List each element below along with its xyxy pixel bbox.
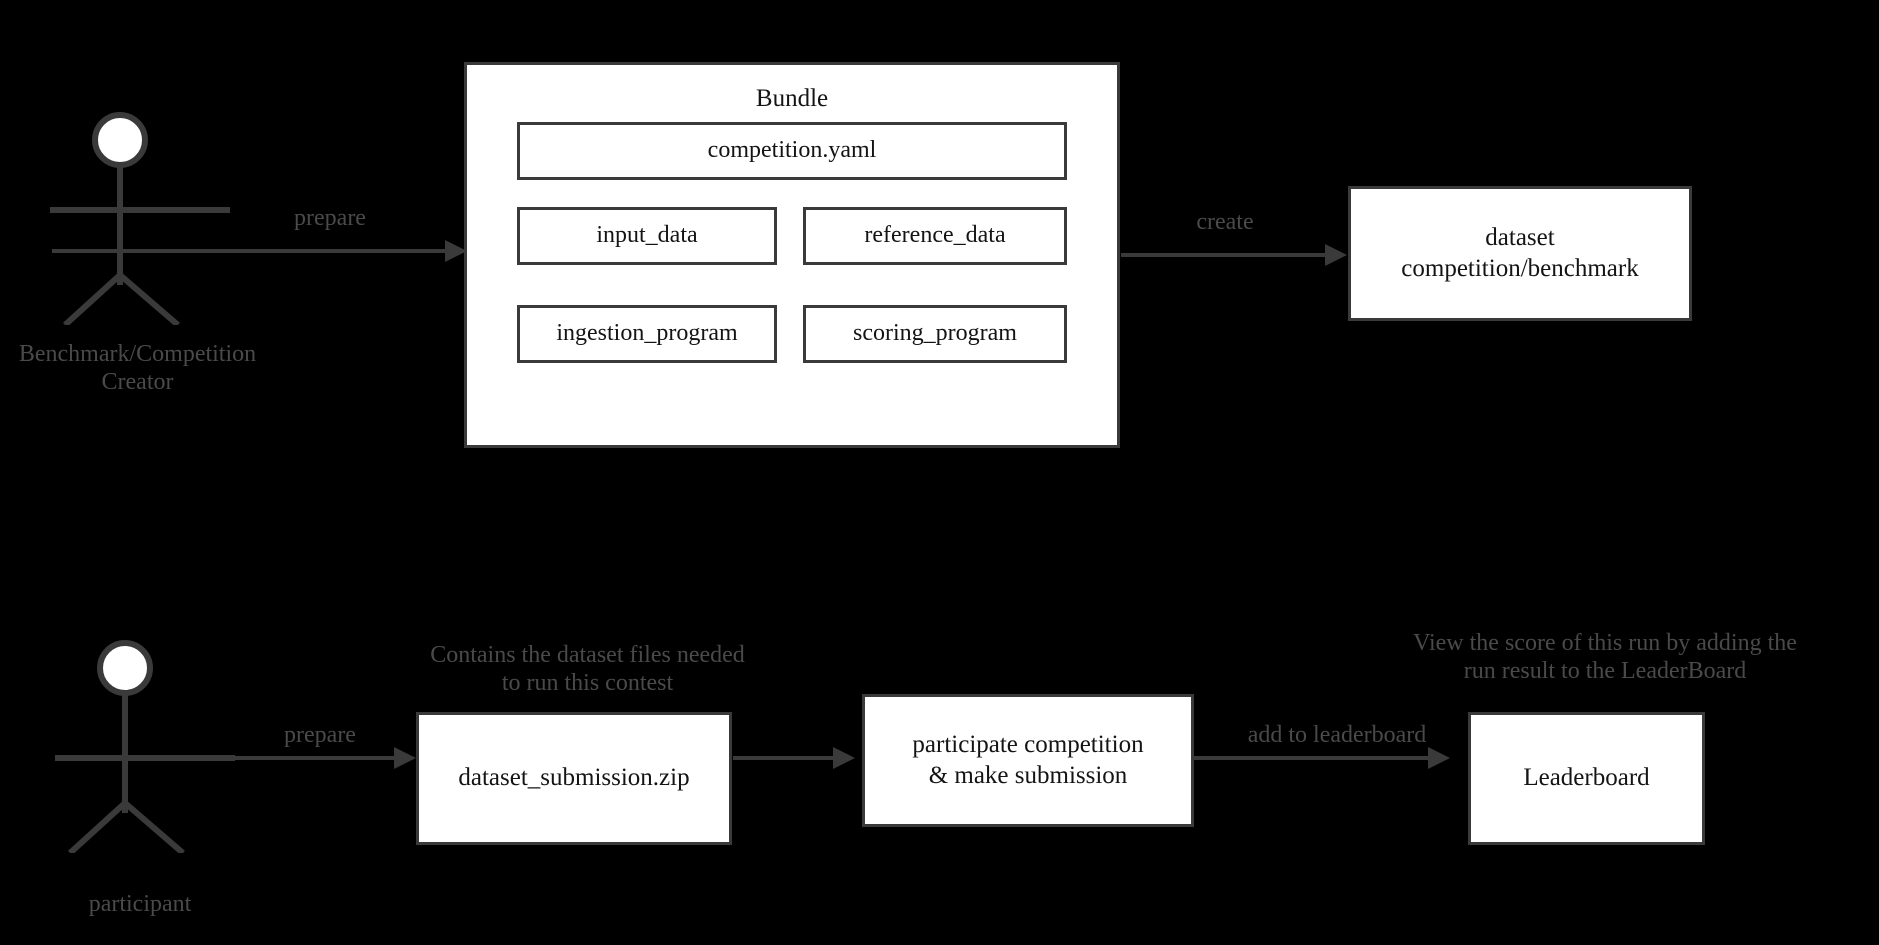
- bundle-item-label: competition.yaml: [707, 137, 877, 164]
- note-submission-line1: Contains the dataset files needed: [430, 642, 745, 668]
- edge-label-prepare-bottom: prepare: [284, 722, 356, 748]
- prepare-arrow-head-top: [445, 240, 467, 262]
- participate-competition-line2: & make submission: [928, 761, 1128, 789]
- create-arrow-head: [1325, 244, 1347, 266]
- edge-label-add-to-leaderboard: add to leaderboard: [1247, 722, 1427, 748]
- edge-label-prepare-top: prepare: [294, 205, 366, 231]
- bundle-item-competition-yaml[interactable]: competition.yaml: [517, 122, 1067, 180]
- add-to-leaderboard-arrow-head: [1428, 747, 1450, 769]
- note-submission-contents: Contains the dataset files needed to run…: [415, 642, 760, 697]
- benchmark-creator-label: Benchmark/Competition Creator: [0, 340, 275, 397]
- participant-actor: [55, 638, 235, 853]
- submission-to-participate-arrow-line: [733, 756, 838, 760]
- leaderboard-label: Leaderboard: [1523, 764, 1650, 792]
- prepare-arrow-line-top: [52, 249, 452, 253]
- benchmark-creator-label-line1: Benchmark/Competition: [18, 341, 257, 367]
- note-leaderboard-line2: run result to the LeaderBoard: [1463, 657, 1747, 684]
- stick-figure-icon: [55, 640, 235, 853]
- participant-label: participant: [88, 891, 192, 917]
- dataset-competition-line2: competition/benchmark: [1401, 254, 1639, 282]
- bundle-item-label: scoring_program: [853, 320, 1017, 347]
- dataset-submission-zip-label: dataset_submission.zip: [458, 764, 690, 792]
- bundle-item-ingestion-program[interactable]: ingestion_program: [517, 305, 777, 363]
- edge-label-create: create: [1196, 209, 1254, 235]
- dataset-competition-box[interactable]: dataset competition/benchmark: [1348, 186, 1692, 321]
- bundle-item-input-data[interactable]: input_data: [517, 207, 777, 265]
- note-submission-line2: to run this contest: [501, 669, 674, 696]
- bundle-item-reference-data[interactable]: reference_data: [803, 207, 1067, 265]
- bundle-title: Bundle: [755, 85, 829, 112]
- add-to-leaderboard-arrow-line: [1194, 756, 1434, 760]
- prepare-arrow-line-bottom: [62, 756, 402, 760]
- participate-competition-box[interactable]: participate competition & make submissio…: [862, 694, 1194, 827]
- create-arrow-line: [1121, 253, 1331, 257]
- stick-figure-icon: [50, 112, 230, 325]
- benchmark-creator-label-line2: Creator: [101, 369, 174, 396]
- note-leaderboard-view-score: View the score of this run by adding the…: [1385, 630, 1825, 685]
- participate-competition-line1: participate competition: [912, 731, 1144, 758]
- submission-to-participate-arrow-head: [833, 747, 855, 769]
- bundle-container: Bundle competition.yaml input_data refer…: [464, 62, 1120, 448]
- prepare-arrow-head-bottom: [394, 747, 416, 769]
- leaderboard-box[interactable]: Leaderboard: [1468, 712, 1705, 845]
- benchmark-creator-actor: [50, 110, 230, 325]
- bundle-item-label: ingestion_program: [556, 320, 738, 347]
- bundle-item-label: input_data: [596, 222, 698, 249]
- dataset-submission-zip-box[interactable]: dataset_submission.zip: [416, 712, 732, 845]
- dataset-competition-line1: dataset: [1485, 224, 1555, 251]
- note-leaderboard-line1: View the score of this run by adding the: [1413, 630, 1797, 656]
- bundle-item-label: reference_data: [864, 222, 1006, 249]
- bundle-item-scoring-program[interactable]: scoring_program: [803, 305, 1067, 363]
